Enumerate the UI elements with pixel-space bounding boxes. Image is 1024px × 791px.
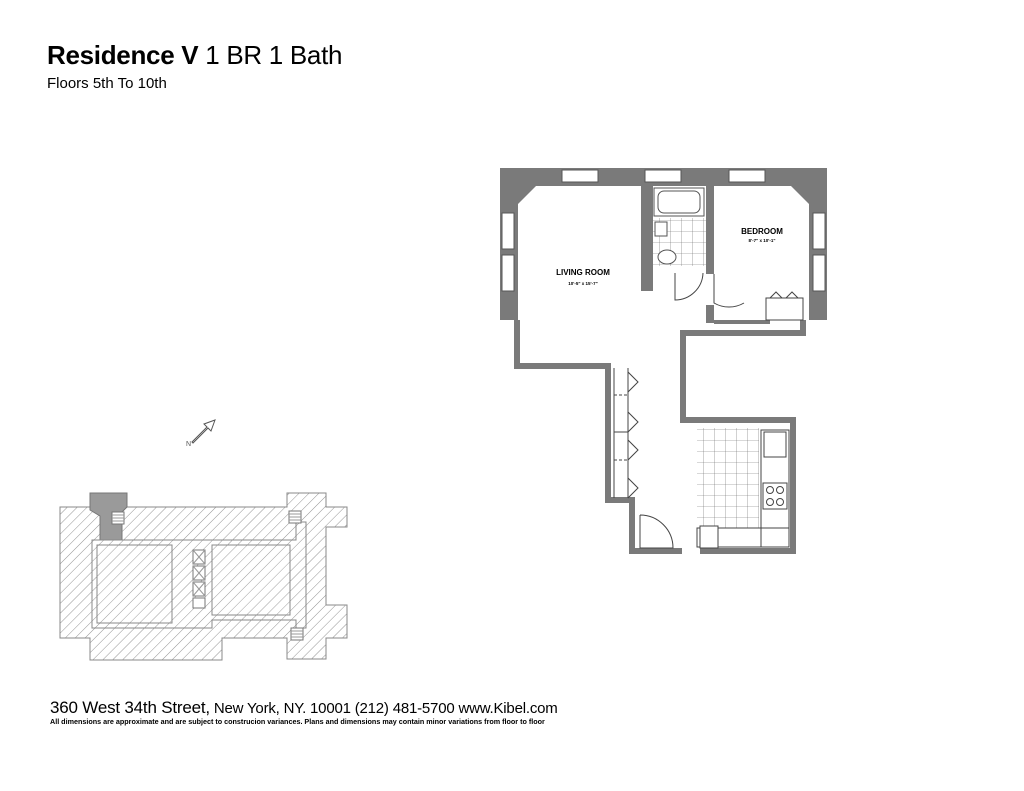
apartment-plan: LIVING ROOM 10'-5" x 15'-7" BEDROOM 8'-7… [500, 168, 827, 554]
bedroom-closet [765, 291, 804, 321]
elevators [192, 549, 206, 609]
kitchen-counters [696, 429, 790, 548]
corner-chamfer [500, 300, 518, 320]
residence-name: Residence V [47, 40, 199, 70]
bedroom-door [713, 274, 745, 308]
living-room-label: LIVING ROOM [556, 268, 610, 277]
north-label: N [186, 441, 191, 448]
north-arrow: N [186, 419, 216, 448]
city-phone-web: New York, NY. 10001 (212) 481-5700 www.K… [213, 700, 558, 717]
footer-address: 360 West 34th Street, New York, NY. 1000… [50, 698, 558, 718]
disclaimer-text: All dimensions are approximate and are s… [50, 717, 545, 726]
refrigerator [699, 525, 719, 549]
toilet [657, 249, 677, 265]
bathroom-door [674, 272, 704, 301]
bath-sink [654, 221, 668, 237]
side-windows [501, 212, 826, 292]
living-room-dims: 10'-5" x 15'-7" [568, 281, 597, 286]
stove [762, 482, 788, 510]
corner-chamfer [518, 186, 536, 204]
stairs [111, 510, 304, 641]
exterior-walls [514, 320, 806, 554]
unit-type: 1 BR 1 Bath [205, 40, 343, 70]
north-arrow-icon [191, 419, 216, 444]
bedroom-dims: 8'-7" x 10'-1" [749, 238, 776, 243]
floors-subtitle: Floors 5th To 10th [47, 75, 167, 92]
kitchen-sink [763, 431, 787, 458]
interior-walls [641, 186, 770, 324]
bedroom-label: BEDROOM [741, 227, 783, 236]
entry-door [639, 514, 674, 549]
north-windows [561, 169, 766, 183]
corner-chamfer [791, 186, 809, 204]
hall-closets [613, 368, 639, 499]
key-plan [59, 492, 348, 661]
kitchen-floor-tile [697, 428, 759, 528]
page-title: Residence V 1 BR 1 Bath [47, 40, 342, 71]
street-address: 360 West 34th Street, [50, 698, 210, 717]
